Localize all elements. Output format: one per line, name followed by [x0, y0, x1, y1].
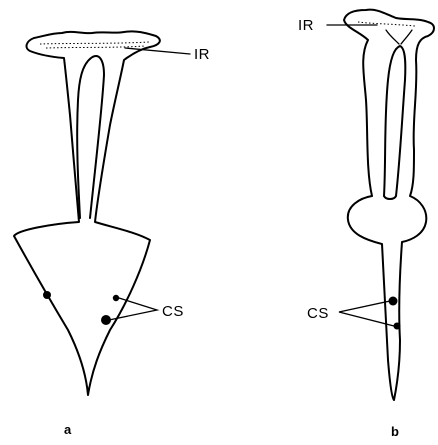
specimen-a-cs-leader [109, 298, 157, 320]
label-ir-a: IR [194, 46, 210, 63]
label-cs-b: CS [307, 305, 329, 322]
panel-label-b: b [391, 424, 399, 439]
specimen-a-ir-stipple [40, 42, 150, 44]
panel-label-a: a [64, 422, 72, 437]
label-ir-b: IR [298, 17, 314, 34]
specimen-b-stalk-divider [384, 46, 405, 196]
specimen-a [14, 31, 190, 395]
specimen-b [327, 10, 434, 400]
label-cs-a: CS [162, 303, 184, 320]
specimen-a-dot-upper [113, 295, 119, 301]
specimen-a-dot-left [43, 291, 51, 299]
specimen-a-outline [14, 31, 160, 395]
specimen-a-stalk-divider [77, 56, 104, 218]
